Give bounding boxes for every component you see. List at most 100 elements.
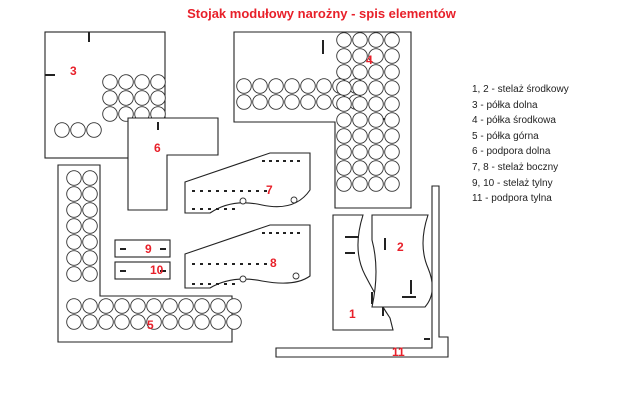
- part-5-polka-gorna: 5: [57, 164, 242, 343]
- legend-item: 5 - półka górna: [472, 130, 539, 142]
- frame-slot: [208, 190, 211, 192]
- bottle-hole: [70, 122, 86, 138]
- frame-slot: [276, 160, 279, 162]
- legend-item: 4 - półka środkowa: [472, 115, 556, 127]
- label-7: 7: [266, 183, 273, 197]
- bottle-hole: [86, 122, 102, 138]
- bottle-hole: [178, 298, 194, 314]
- frame-slot: [256, 190, 259, 192]
- frame-slot: [224, 190, 227, 192]
- bottle-hole: [236, 94, 252, 110]
- bottle-hole: [134, 74, 150, 90]
- bottle-hole: [384, 112, 400, 128]
- bottle-hole: [162, 314, 178, 330]
- frame-slot: [224, 208, 227, 210]
- bottle-hole: [352, 80, 368, 96]
- label-8: 8: [270, 256, 277, 270]
- frame-slot: [262, 160, 265, 162]
- label-9: 9: [145, 242, 152, 256]
- bottle-hole: [368, 64, 384, 80]
- part-9-stelaz-tylny: 9: [114, 239, 171, 258]
- bottle-hole: [82, 218, 98, 234]
- bottle-hole: [284, 94, 300, 110]
- frame-slot: [200, 190, 203, 192]
- bottle-hole: [336, 112, 352, 128]
- bottle-hole: [82, 186, 98, 202]
- frame-slot: [232, 263, 235, 265]
- frame-slot: [269, 160, 272, 162]
- bottle-hole: [384, 48, 400, 64]
- bottle-hole: [336, 128, 352, 144]
- frame-slot: [269, 232, 272, 234]
- frame-slot: [232, 190, 235, 192]
- bottle-hole: [66, 170, 82, 186]
- bottle-hole: [118, 74, 134, 90]
- label-11: 11: [392, 345, 405, 359]
- bottle-hole: [66, 186, 82, 202]
- part-7-stelaz-boczny: 7: [184, 152, 311, 214]
- bottle-hole: [150, 74, 166, 90]
- frame-slot: [192, 283, 195, 285]
- diagram-title: Stojak modułowy narożny - spis elementów: [187, 6, 456, 21]
- bottle-hole: [226, 314, 242, 330]
- frame-slot: [224, 283, 227, 285]
- frame-slot: [224, 263, 227, 265]
- bottle-hole: [384, 176, 400, 192]
- bottle-hole: [336, 96, 352, 112]
- bottle-hole: [98, 298, 114, 314]
- bottle-hole: [268, 78, 284, 94]
- bottle-hole: [352, 32, 368, 48]
- frame-slot: [283, 232, 286, 234]
- bottle-hole: [352, 176, 368, 192]
- bottle-hole: [352, 48, 368, 64]
- bottle-hole: [146, 314, 162, 330]
- legend-item: 7, 8 - stelaż boczny: [472, 161, 559, 173]
- label-3: 3: [70, 64, 77, 78]
- bottle-hole: [368, 80, 384, 96]
- frame-slot: [240, 263, 243, 265]
- bottle-hole: [336, 176, 352, 192]
- frame-slot: [192, 190, 195, 192]
- frame-slot: [248, 263, 251, 265]
- bottle-hole: [66, 314, 82, 330]
- bottle-hole: [102, 90, 118, 106]
- label-5: 5: [147, 318, 154, 332]
- bottle-hole: [66, 218, 82, 234]
- bottle-hole: [130, 298, 146, 314]
- frame-slot: [232, 283, 235, 285]
- frame-slot: [216, 208, 219, 210]
- bottle-hole: [316, 78, 332, 94]
- bottle-hole: [368, 144, 384, 160]
- frame-slot: [240, 190, 243, 192]
- bottle-hole: [352, 112, 368, 128]
- bottle-hole: [210, 314, 226, 330]
- bottle-hole: [368, 96, 384, 112]
- bottle-hole: [66, 298, 82, 314]
- frame-slot: [232, 208, 235, 210]
- bottle-hole: [252, 94, 268, 110]
- bottle-hole: [102, 74, 118, 90]
- frame-slot: [264, 190, 267, 192]
- bottle-hole: [194, 314, 210, 330]
- bottle-hole: [54, 122, 70, 138]
- bottle-hole: [114, 298, 130, 314]
- bottle-hole: [384, 96, 400, 112]
- bottle-hole: [352, 160, 368, 176]
- bottle-hole: [352, 144, 368, 160]
- part-2-stelaz-srodkowy: 2: [371, 214, 433, 308]
- frame-slot: [216, 263, 219, 265]
- frame-slot: [297, 160, 300, 162]
- bottle-hole: [384, 64, 400, 80]
- frame-slot: [192, 263, 195, 265]
- frame-slot: [276, 232, 279, 234]
- frame-slot: [290, 160, 293, 162]
- bottle-hole: [384, 160, 400, 176]
- frame-slot: [192, 208, 195, 210]
- bottle-hole: [82, 234, 98, 250]
- bottle-hole: [114, 314, 130, 330]
- bottle-hole: [300, 78, 316, 94]
- label-4: 4: [366, 53, 373, 67]
- bottle-hole: [82, 170, 98, 186]
- bottle-hole: [336, 64, 352, 80]
